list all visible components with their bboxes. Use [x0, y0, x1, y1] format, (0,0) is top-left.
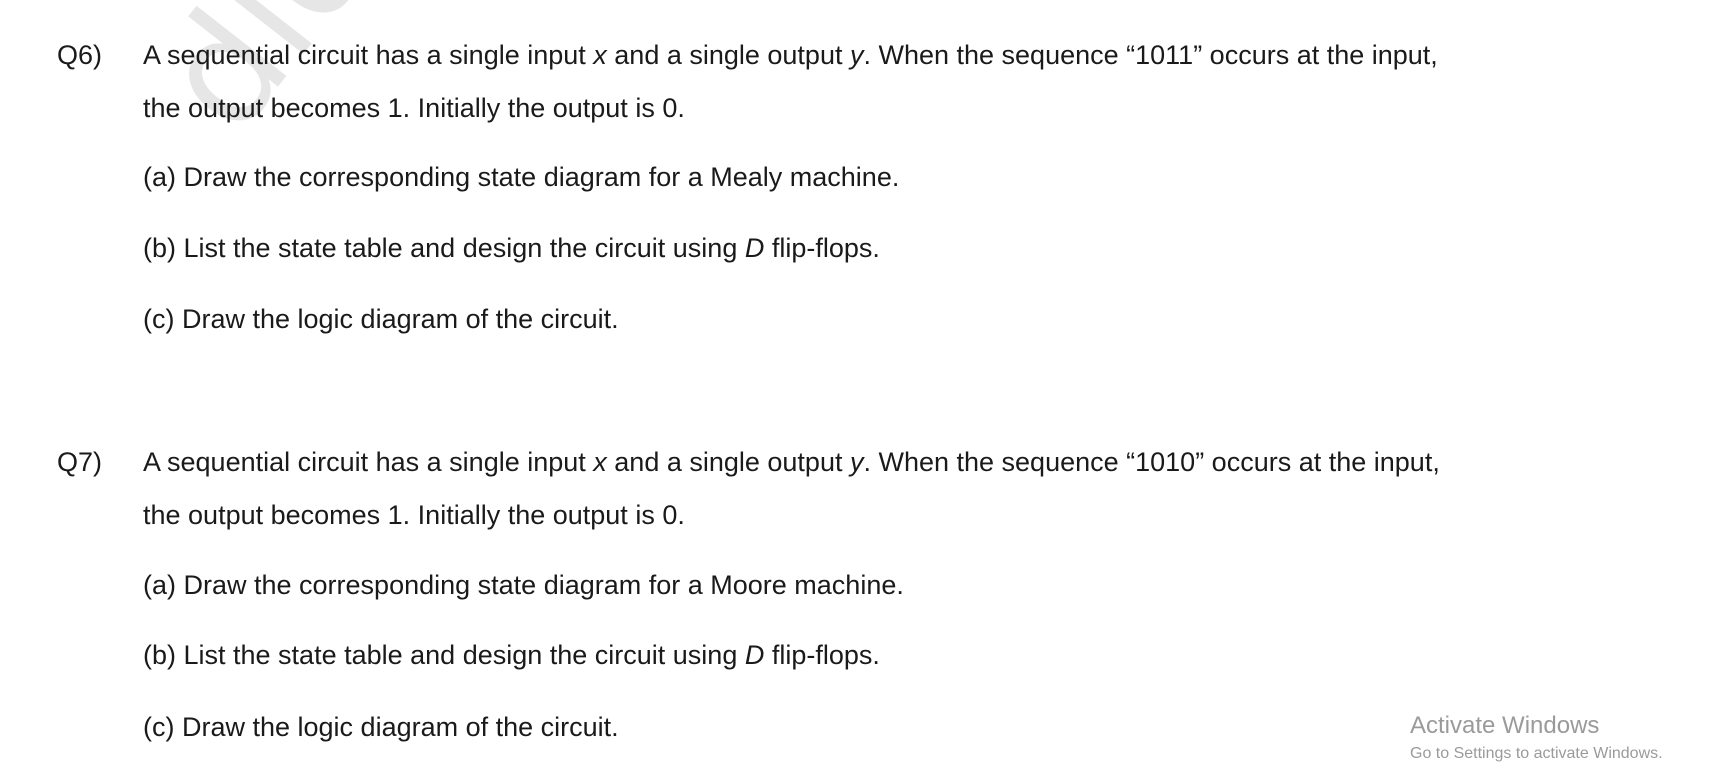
question-6-part-c: (c) Draw the logic diagram of the circui…: [143, 304, 619, 334]
watermark: dld-23: [127, 0, 558, 162]
question-text: A sequential circuit has a single input …: [143, 42, 1703, 122]
text-segment: (b) List the state table and design the …: [143, 233, 745, 263]
question-number: Q7): [57, 447, 103, 477]
variable-d: D: [744, 640, 765, 670]
variable-y: y: [849, 447, 864, 477]
question-7-part-a: (a) Draw the corresponding state diagram…: [143, 570, 904, 600]
question-7-part-b: (b) List the state table and design the …: [143, 642, 880, 669]
variable-x: x: [593, 40, 607, 70]
variable-d: D: [744, 233, 765, 263]
text-segment: flip-flops.: [764, 640, 880, 670]
activate-windows-title: Activate Windows: [1410, 712, 1600, 739]
question-text: A sequential circuit has a single input …: [143, 449, 1703, 529]
text-segment: . When the sequence “1011” occurs at the…: [863, 40, 1438, 70]
text-segment: A sequential circuit has a single input: [143, 447, 594, 477]
question-6-part-a: (a) Draw the corresponding state diagram…: [143, 162, 900, 192]
question-line-1: A sequential circuit has a single input …: [143, 449, 1703, 476]
question-line-1: A sequential circuit has a single input …: [143, 42, 1703, 69]
text-segment: flip-flops.: [764, 233, 880, 263]
text-segment: and a single output: [606, 447, 850, 477]
text-segment: . When the sequence “1010” occurs at the…: [863, 447, 1440, 477]
variable-x: x: [593, 447, 607, 477]
text-segment: and a single output: [606, 40, 850, 70]
question-line-2: the output becomes 1. Initially the outp…: [143, 93, 685, 123]
variable-y: y: [849, 40, 864, 70]
question-6-part-b: (b) List the state table and design the …: [143, 235, 880, 262]
text-segment: A sequential circuit has a single input: [143, 40, 594, 70]
question-number: Q6): [57, 40, 103, 70]
question-line-2: the output becomes 1. Initially the outp…: [143, 500, 685, 530]
activate-windows-subtitle: Go to Settings to activate Windows.: [1410, 745, 1663, 762]
text-segment: (b) List the state table and design the …: [143, 640, 745, 670]
question-7-part-c: (c) Draw the logic diagram of the circui…: [143, 712, 619, 742]
activate-windows-notice: Activate Windows Go to Settings to activ…: [1410, 714, 1663, 762]
